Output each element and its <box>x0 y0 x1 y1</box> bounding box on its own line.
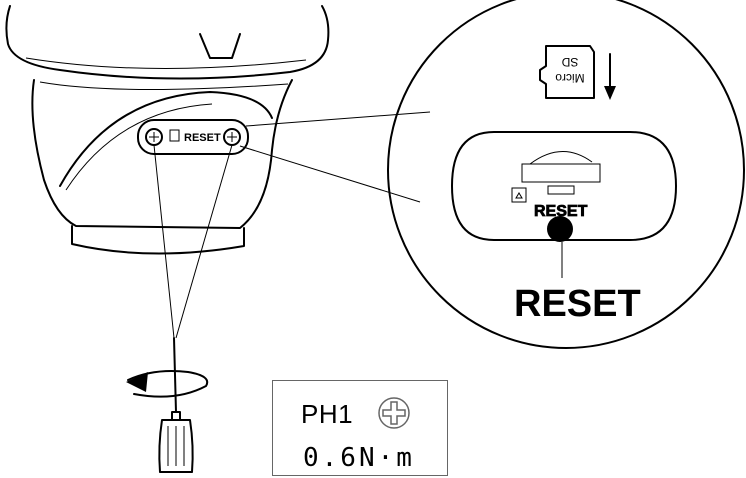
micro-sd-card-icon: SD Micro <box>539 45 595 99</box>
torque-spec-box: PH1 0.6N·m <box>272 380 448 476</box>
phillips-cross-icon <box>378 397 410 429</box>
camera-reset-text: RESET <box>184 132 221 144</box>
insert-direction-arrow-icon <box>604 53 616 100</box>
torque-value: 0.6N·m <box>303 443 415 473</box>
rotate-arrow-icon <box>126 370 209 398</box>
slot-panel: RESET <box>451 131 677 242</box>
screwdriver <box>158 337 194 473</box>
camera-top-cover <box>5 5 330 80</box>
screwdriver-handle <box>158 419 194 473</box>
sd-card-line1: SD <box>561 55 578 69</box>
reset-button <box>547 216 573 242</box>
callout-lines <box>153 111 431 339</box>
sd-card-line2: Micro <box>555 71 585 85</box>
zoom-detail-circle: SD Micro RESET RESET <box>387 0 745 349</box>
camera-body <box>31 79 293 229</box>
sd-symbol-small <box>169 129 180 142</box>
bit-size-label: PH1 <box>301 399 354 429</box>
slot-reset-text: RESET <box>534 203 588 220</box>
reset-label: RESET <box>514 283 641 325</box>
dome-camera: RESET <box>5 5 330 255</box>
camera-base-ring <box>71 225 245 255</box>
